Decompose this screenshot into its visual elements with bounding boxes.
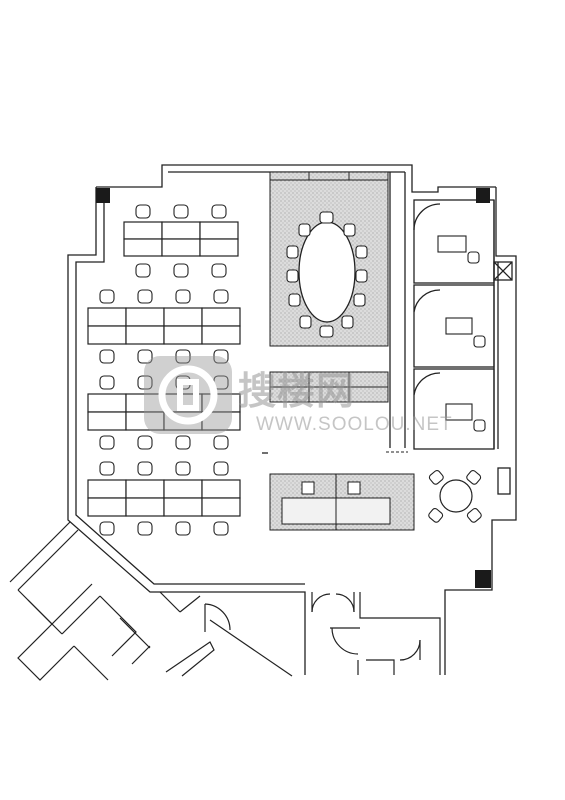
office-chair <box>99 435 115 450</box>
office-desk <box>445 403 473 421</box>
workstation-desk <box>125 479 165 499</box>
workstation-desk <box>163 325 203 345</box>
office-chair <box>135 204 151 219</box>
workstation-desk <box>199 221 239 240</box>
conference-chairs <box>286 211 368 338</box>
workstation-desk <box>201 411 241 431</box>
column <box>475 570 491 588</box>
office-chair <box>175 435 191 450</box>
workstation-desk <box>163 307 203 327</box>
office-chair <box>137 461 153 476</box>
workstation-desk <box>87 479 127 499</box>
watermark-brand: 搜楼网 <box>238 369 356 413</box>
round-table <box>439 479 473 513</box>
office-chair <box>99 521 115 536</box>
watermark-url: WWW.SOOLOU.NET <box>256 414 453 435</box>
outer-wall <box>67 187 306 675</box>
office-chair <box>175 289 191 304</box>
workstation-chairs <box>99 204 229 536</box>
workstation-desk <box>163 497 203 517</box>
office-chair <box>213 461 229 476</box>
workstation-desk <box>201 325 241 345</box>
office-chair <box>135 263 151 278</box>
office-chair <box>137 289 153 304</box>
office-chair <box>213 521 229 536</box>
office-chair <box>173 263 189 278</box>
office-chair <box>213 435 229 450</box>
lower-left-wing <box>9 521 293 681</box>
office-desk <box>445 317 473 335</box>
office-desk <box>437 235 467 253</box>
workstation-desk <box>199 238 239 257</box>
office-chair <box>99 375 115 390</box>
office-chair <box>99 349 115 364</box>
office-chair <box>175 349 191 364</box>
workstation-desk <box>87 411 127 431</box>
workstation-desk <box>87 307 127 327</box>
office-chair <box>137 521 153 536</box>
outer-wall-top <box>96 164 496 193</box>
office-chair <box>175 521 191 536</box>
office-chair <box>211 263 227 278</box>
office-chair <box>213 349 229 364</box>
office-chair <box>137 349 153 364</box>
office-chair <box>99 289 115 304</box>
workstation-desk <box>87 393 127 413</box>
workstation-desk <box>163 479 203 499</box>
office-chair <box>211 204 227 219</box>
workstation-desks <box>87 221 241 517</box>
workstation-desk <box>87 497 127 517</box>
workstation-desk <box>125 307 165 327</box>
watermark-logo-icon <box>144 356 232 434</box>
workstation-desk <box>201 497 241 517</box>
workstation-desk <box>123 238 163 257</box>
workstation-desk <box>125 497 165 517</box>
workstation-desk <box>201 307 241 327</box>
workstation-desk <box>161 238 201 257</box>
workstation-desk <box>201 479 241 499</box>
column <box>476 188 490 203</box>
workstation-desk <box>123 221 163 240</box>
office-chair <box>137 375 153 390</box>
workstation-desk <box>125 325 165 345</box>
workstation-desk <box>87 325 127 345</box>
office-chair <box>173 204 189 219</box>
office-chair <box>137 435 153 450</box>
office-chair <box>99 461 115 476</box>
column <box>96 188 110 203</box>
outer-wall-right <box>444 187 517 675</box>
conference-table <box>298 221 356 323</box>
office-chair <box>175 461 191 476</box>
office-chair <box>213 289 229 304</box>
workstation-desk <box>161 221 201 240</box>
